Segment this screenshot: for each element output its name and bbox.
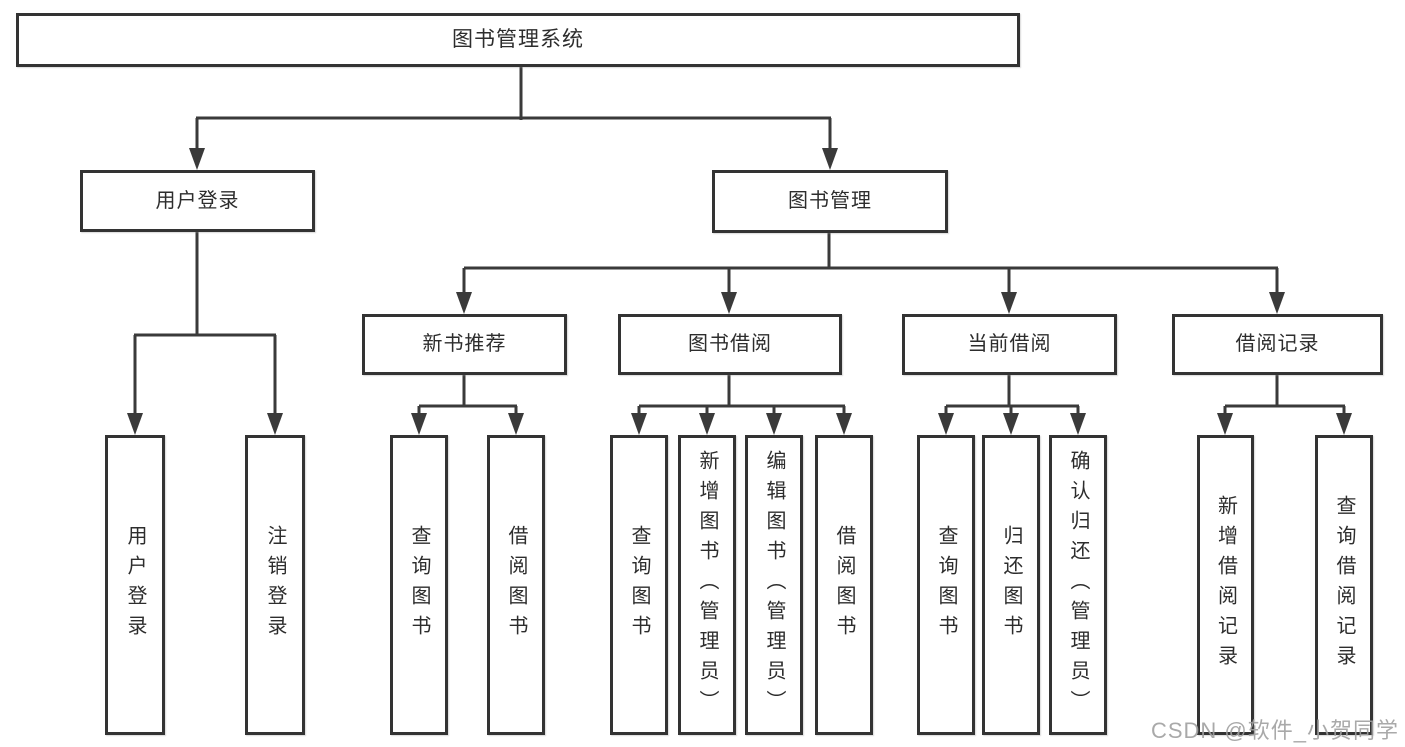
leaf-query-books-recommend: 查询图书 xyxy=(390,435,448,735)
arrow-down-icon xyxy=(1336,413,1352,435)
node-borrowing-records: 借阅记录 xyxy=(1172,314,1383,375)
arrow-down-icon xyxy=(189,148,205,170)
node-root-library-management-system: 图书管理系统 xyxy=(16,13,1020,67)
arrow-down-icon xyxy=(127,413,143,435)
arrow-down-icon xyxy=(1003,413,1019,435)
arrow-down-icon xyxy=(267,413,283,435)
leaf-query-books-borrowing: 查询图书 xyxy=(610,435,668,735)
arrow-down-icon xyxy=(721,292,737,314)
arrow-down-icon xyxy=(938,413,954,435)
leaf-add-borrow-record: 新增借阅记录 xyxy=(1197,435,1254,735)
node-new-book-recommendation: 新书推荐 xyxy=(362,314,567,375)
leaf-logout: 注销登录 xyxy=(245,435,305,735)
leaf-return-books: 归还图书 xyxy=(982,435,1040,735)
leaf-confirm-return-admin: 确认归还（管理员） xyxy=(1049,435,1107,735)
arrow-down-icon xyxy=(1001,292,1017,314)
arrow-down-icon xyxy=(766,413,782,435)
leaf-query-borrow-record: 查询借阅记录 xyxy=(1315,435,1373,735)
arrow-down-icon xyxy=(1070,413,1086,435)
arrow-heads xyxy=(127,148,1352,435)
arrow-down-icon xyxy=(822,148,838,170)
node-book-borrowing: 图书借阅 xyxy=(618,314,842,375)
leaf-user-login: 用户登录 xyxy=(105,435,165,735)
arrow-down-icon xyxy=(456,292,472,314)
node-current-borrowing: 当前借阅 xyxy=(902,314,1117,375)
arrow-down-icon xyxy=(508,413,524,435)
leaf-query-books-current: 查询图书 xyxy=(917,435,975,735)
leaf-borrow-books-recommend: 借阅图书 xyxy=(487,435,545,735)
arrow-down-icon xyxy=(1269,292,1285,314)
leaf-edit-books-admin: 编辑图书（管理员） xyxy=(745,435,803,735)
leaf-add-books-admin: 新增图书（管理员） xyxy=(678,435,736,735)
arrow-down-icon xyxy=(631,413,647,435)
node-user-login: 用户登录 xyxy=(80,170,315,232)
arrow-down-icon xyxy=(836,413,852,435)
arrow-down-icon xyxy=(699,413,715,435)
leaf-borrow-books-borrowing: 借阅图书 xyxy=(815,435,873,735)
node-book-management: 图书管理 xyxy=(712,170,948,233)
arrow-down-icon xyxy=(411,413,427,435)
arrow-down-icon xyxy=(1217,413,1233,435)
